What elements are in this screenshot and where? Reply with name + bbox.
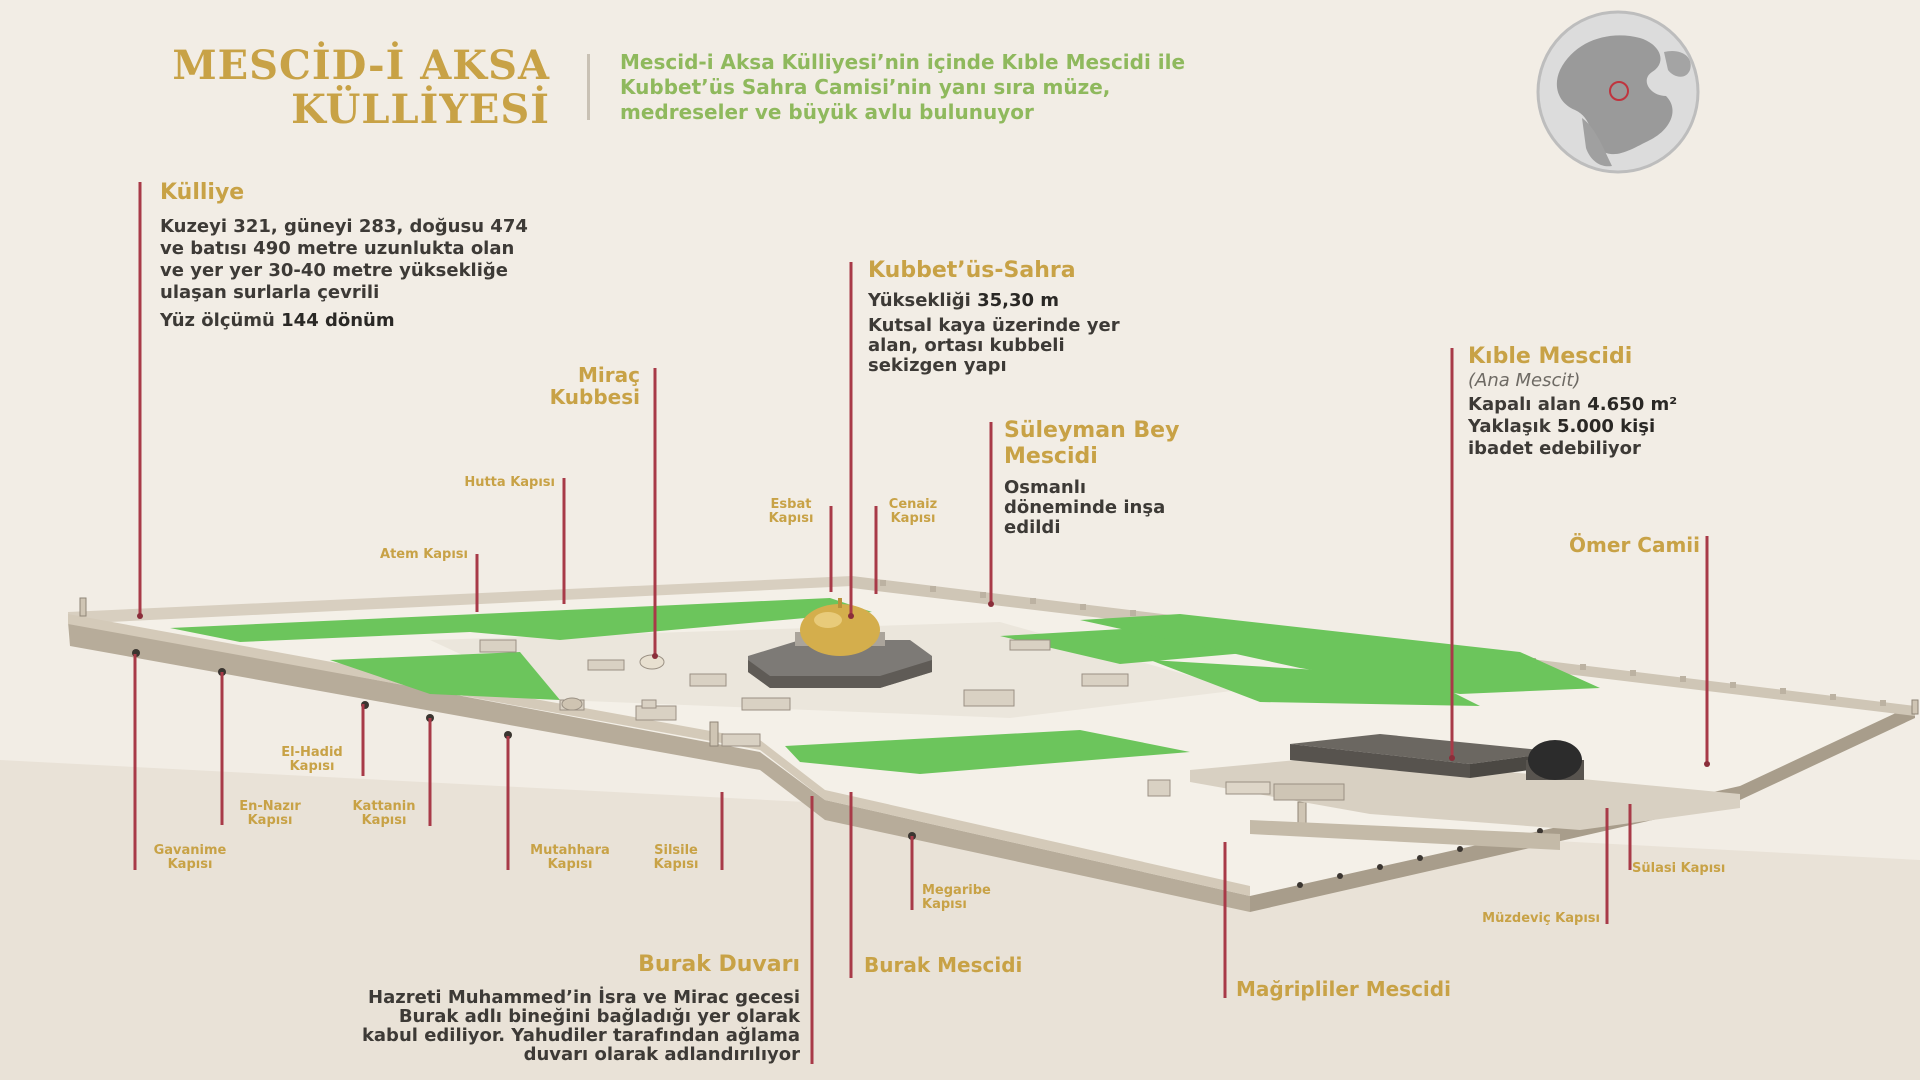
- subtitle-line-3: medreseler ve büyük avlu bulunuyor: [620, 100, 1034, 124]
- kulliye-line-4: ulaşan surlarla çevrili: [160, 282, 380, 303]
- gate-gavanime-label: Gavanime Kapısı: [134, 844, 246, 872]
- gate-kattanin-label: Kattanin Kapısı: [334, 800, 434, 828]
- gate-en-nazir-line-2: Kapısı: [247, 813, 293, 828]
- title-line-2: KÜLLİYESİ: [291, 86, 550, 133]
- gate-en-nazir-label: En-Nazır Kapısı: [220, 800, 320, 828]
- kible-mescidi-capacity: Yaklaşık 5.000 kişi: [1468, 416, 1828, 438]
- gate-cenaiz-label: Cenaiz Kapısı: [878, 498, 948, 526]
- burak-duvari-line-2: Burak adlı bineğini bağladığı yer olarak: [398, 1006, 800, 1027]
- suleyman-bey-title-2: Mescidi: [1004, 444, 1098, 469]
- gate-cenaiz-line-2: Kapısı: [890, 511, 936, 526]
- gate-megaribe-line-1: Megaribe: [922, 883, 991, 898]
- kible-mescidi-title: Kıble Mescidi: [1468, 344, 1633, 369]
- gate-kattanin-line-1: Kattanin: [352, 799, 416, 814]
- gate-kattanin-line-2: Kapısı: [361, 813, 407, 828]
- mirac-line-1: Miraç: [578, 363, 640, 387]
- gate-esbat-label: Esbat Kapısı: [758, 498, 824, 526]
- gate-silsile-line-2: Kapısı: [653, 857, 699, 872]
- suleyman-bey-title-1: Süleyman Bey: [1004, 418, 1180, 443]
- mirac-line-2: Kubbesi: [549, 385, 640, 409]
- suleyman-bey-line-3: edildi: [1004, 517, 1061, 538]
- kubbetus-sahra-height: Yüksekliği 35,30 m: [868, 290, 1248, 312]
- burak-mescidi-label: Burak Mescidi: [864, 953, 1023, 977]
- burak-duvari-description: Hazreti Muhammed’in İsra ve Mirac gecesi…: [160, 988, 800, 1064]
- kubbetus-sahra-line-1: Kutsal kaya üzerinde yer: [868, 315, 1120, 336]
- gate-silsile-line-1: Silsile: [654, 843, 698, 858]
- subtitle-line-1: Mescid-i Aksa Külliyesi’nin içinde Kıble…: [620, 50, 1186, 74]
- page-title: MESCİD-İ AKSA KÜLLİYESİ: [60, 44, 550, 132]
- gate-gavanime-line-1: Gavanime: [153, 843, 227, 858]
- mirac-callout: Miraç Kubbesi: [480, 364, 640, 408]
- dome-of-rock: [748, 598, 932, 688]
- kulliye-line-2: ve batısı 490 metre uzunlukta olan: [160, 238, 515, 259]
- gate-mutahhara-line-1: Mutahhara: [530, 843, 610, 858]
- burak-duvari-line-4: duvarı olarak adlandırılıyor: [523, 1044, 800, 1065]
- kubbetus-sahra-line-2: alan, ortası kubbeli: [868, 335, 1065, 356]
- gate-gavanime-line-2: Kapısı: [167, 857, 213, 872]
- gate-mutahhara-label: Mutahhara Kapısı: [510, 844, 630, 872]
- gate-mutahhara-line-2: Kapısı: [547, 857, 593, 872]
- gate-en-nazir-line-1: En-Nazır: [239, 799, 301, 814]
- suleyman-bey-line-2: döneminde inşa: [1004, 497, 1166, 518]
- gate-atem-label: Atem Kapısı: [380, 547, 468, 562]
- kible-mescidi-area: Kapalı alan 4.650 m²: [1468, 394, 1828, 416]
- gate-megaribe-line-2: Kapısı: [922, 897, 967, 912]
- kubbetus-sahra-callout: Kubbet’üs-Sahra Yüksekliği 35,30 m Kutsa…: [868, 258, 1248, 376]
- kulliye-title: Külliye: [160, 180, 245, 205]
- gate-hutta-label: Hutta Kapısı: [464, 475, 555, 490]
- kulliye-line-1: Kuzeyi 321, güneyi 283, doğusu 474: [160, 216, 528, 237]
- gate-silsile-label: Silsile Kapısı: [640, 844, 712, 872]
- omer-camii-label: Ömer Camii: [1569, 533, 1700, 557]
- kible-mescidi-area-value: 4.650 m²: [1587, 394, 1678, 415]
- gate-el-hadid-line-2: Kapısı: [289, 759, 335, 774]
- kible-mosque: [1190, 734, 1740, 850]
- kible-mescidi-callout: Kıble Mescidi (Ana Mescit) Kapalı alan 4…: [1468, 344, 1828, 460]
- gate-megaribe-label: Megaribe Kapısı: [922, 884, 1032, 912]
- title-line-1: MESCİD-İ AKSA: [172, 42, 550, 89]
- gate-sulasi-label: Sülasi Kapısı: [1632, 861, 1726, 876]
- kulliye-area-prefix: Yüz ölçümü: [160, 310, 282, 331]
- suleyman-bey-callout: Süleyman Bey Mescidi Osmanlı döneminde i…: [1004, 418, 1304, 538]
- gate-el-hadid-label: El-Hadid Kapısı: [262, 746, 362, 774]
- gate-muzdevic-label: Müzdeviç Kapısı: [1482, 911, 1600, 926]
- burak-duvari-line-3: kabul ediliyor. Yahudiler tarafından ağl…: [361, 1025, 800, 1046]
- kible-mescidi-capacity-value: 5.000 kişi: [1556, 416, 1656, 437]
- kible-mescidi-capacity-prefix: Yaklaşık: [1468, 416, 1557, 437]
- kubbetus-sahra-line-3: sekizgen yapı: [868, 355, 1007, 376]
- kible-mescidi-capacity-suffix: ibadet edebiliyor: [1468, 438, 1641, 459]
- title-divider: [587, 54, 590, 120]
- subtitle-line-2: Kubbet’üs Sahra Camisi’nin yanı sıra müz…: [620, 75, 1111, 99]
- kulliye-area-value: 144 dönüm: [281, 310, 395, 331]
- globe-icon: [1536, 10, 1700, 174]
- kulliye-callout: Külliye Kuzeyi 321, güneyi 283, doğusu 4…: [160, 180, 720, 332]
- page-subtitle: Mescid-i Aksa Külliyesi’nin içinde Kıble…: [620, 50, 1380, 125]
- gate-cenaiz-line-1: Cenaiz: [888, 497, 938, 512]
- magripliler-mescidi-label: Mağripliler Mescidi: [1236, 977, 1451, 1001]
- kubbetus-sahra-title: Kubbet’üs-Sahra: [868, 258, 1076, 283]
- kulliye-area: Yüz ölçümü 144 dönüm: [160, 310, 720, 332]
- gate-esbat-line-1: Esbat: [770, 497, 812, 512]
- suleyman-bey-line-1: Osmanlı: [1004, 477, 1087, 498]
- burak-duvari-line-1: Hazreti Muhammed’in İsra ve Mirac gecesi: [368, 987, 800, 1008]
- kible-mescidi-subtitle: (Ana Mescit): [1468, 370, 1581, 391]
- kulliye-line-3: ve yer yer 30-40 metre yüksekliğe: [160, 260, 508, 281]
- kible-mescidi-area-prefix: Kapalı alan: [1468, 394, 1588, 415]
- kubbetus-sahra-height-prefix: Yüksekliği: [868, 290, 978, 311]
- burak-duvari-title: Burak Duvarı: [638, 952, 800, 977]
- kubbetus-sahra-height-value: 35,30 m: [977, 290, 1060, 311]
- gate-el-hadid-line-1: El-Hadid: [281, 745, 343, 760]
- gate-esbat-line-2: Kapısı: [768, 511, 814, 526]
